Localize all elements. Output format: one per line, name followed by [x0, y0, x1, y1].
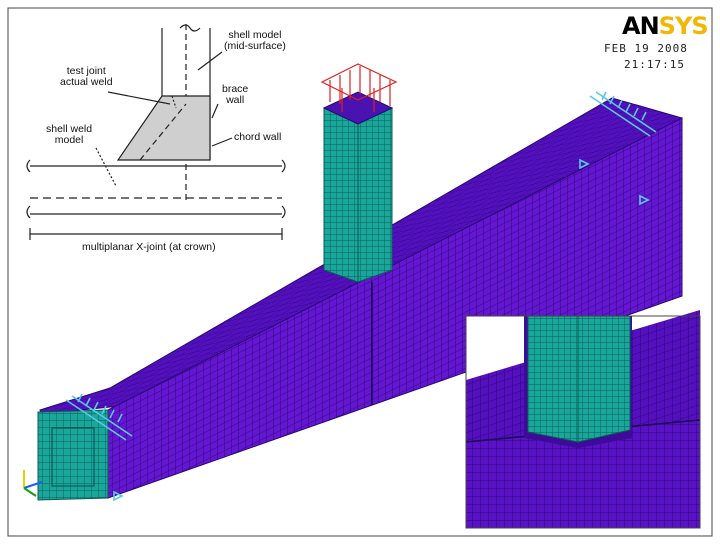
- joint-sketch-inset: [26, 24, 286, 240]
- detail-zoom-inset: [465, 310, 701, 529]
- ansys-logo-text: ANSYS: [622, 12, 709, 40]
- label-shell-weld-line1: shell weld: [46, 123, 93, 135]
- support-constraint-icon: [65, 91, 657, 502]
- label-shell-weld: shell weld model: [46, 124, 92, 146]
- ansys-logo: ANSYS: [622, 12, 709, 40]
- inset-brace-right-face: [577, 315, 631, 443]
- label-test-joint-line2: actual weld: [60, 76, 113, 88]
- axis-triad-icon: [23, 470, 43, 497]
- brace-top-face: [322, 91, 394, 125]
- label-brace-line1: brace: [222, 83, 249, 95]
- label-brace-wall: brace wall: [222, 84, 248, 106]
- brace-left-face: [323, 107, 359, 283]
- brace-member-mesh: [322, 91, 394, 283]
- label-shell-weld-line2: model: [54, 134, 84, 146]
- inset-brace-left-face: [527, 315, 579, 443]
- brace-right-face: [357, 107, 393, 283]
- label-brace-line2: wall: [226, 94, 245, 106]
- weld-region: [116, 95, 211, 161]
- label-test-joint: test joint actual weld: [60, 66, 113, 88]
- label-test-joint-line1: test joint: [66, 65, 106, 77]
- date-stamp: FEB 19 2008: [604, 42, 688, 55]
- label-shell-model-line1: shell model: [228, 29, 282, 41]
- label-chord-wall: chord wall: [234, 131, 282, 143]
- sketch-caption: multiplanar X-joint (at crown): [82, 241, 216, 253]
- label-shell-model: shell model (mid-surface): [224, 30, 286, 52]
- time-stamp: 21:17:15: [624, 58, 685, 71]
- figure-frame: [7, 7, 713, 537]
- inset-chord-side: [466, 420, 700, 528]
- chord-end-inner-wall: [51, 427, 95, 487]
- load-arrow-icon: [320, 63, 398, 112]
- chord-end-face: [37, 409, 109, 501]
- label-shell-model-line2: (mid-surface): [224, 40, 286, 52]
